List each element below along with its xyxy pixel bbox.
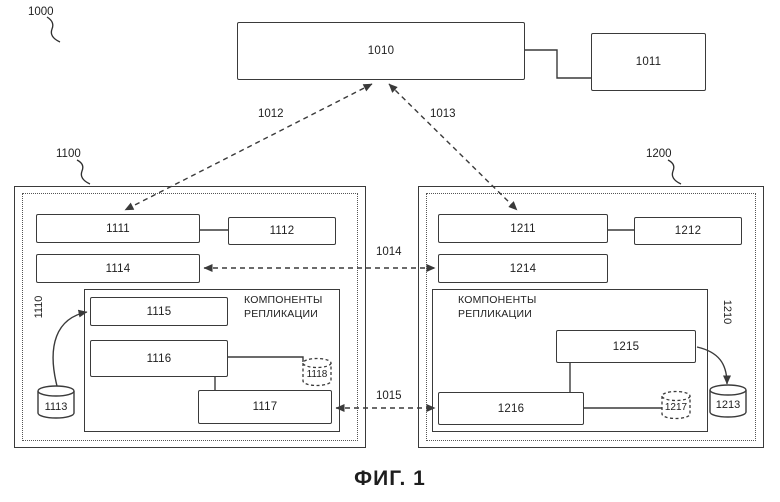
ref-1100-leader bbox=[76, 159, 91, 185]
node-1115: 1115 bbox=[90, 297, 228, 326]
ref-1200-leader bbox=[667, 159, 682, 185]
node-1216: 1216 bbox=[438, 392, 584, 425]
node-1111: 1111 bbox=[36, 214, 200, 243]
node-1112: 1112 bbox=[228, 217, 336, 245]
replication-title-left: КОМПОНЕНТЫ РЕПЛИКАЦИИ bbox=[244, 294, 323, 321]
node-1212: 1212 bbox=[634, 217, 742, 245]
ref-1100: 1100 bbox=[56, 148, 81, 160]
replication-title-right: КОМПОНЕНТЫ РЕПЛИКАЦИИ bbox=[458, 294, 537, 321]
ref-1000-leader bbox=[46, 16, 61, 43]
ref-1200: 1200 bbox=[646, 148, 672, 160]
node-1116: 1116 bbox=[90, 340, 228, 377]
node-1011: 1011 bbox=[591, 33, 706, 91]
ref-1000: 1000 bbox=[28, 6, 54, 18]
node-1117: 1117 bbox=[198, 390, 332, 424]
label-1013: 1013 bbox=[430, 108, 456, 120]
node-1215: 1215 bbox=[556, 330, 696, 363]
node-1211: 1211 bbox=[438, 214, 608, 243]
node-1010: 1010 bbox=[237, 22, 525, 80]
node-1214: 1214 bbox=[438, 254, 608, 283]
container-1200-dotted bbox=[426, 193, 756, 441]
label-1015: 1015 bbox=[376, 390, 402, 402]
label-1014: 1014 bbox=[376, 246, 402, 258]
figure-caption: ФИГ. 1 bbox=[354, 467, 426, 490]
node-1114: 1114 bbox=[36, 254, 200, 283]
label-1012: 1012 bbox=[258, 108, 284, 120]
connector-1010-1011 bbox=[525, 49, 591, 79]
container-1200-outer bbox=[418, 186, 764, 448]
